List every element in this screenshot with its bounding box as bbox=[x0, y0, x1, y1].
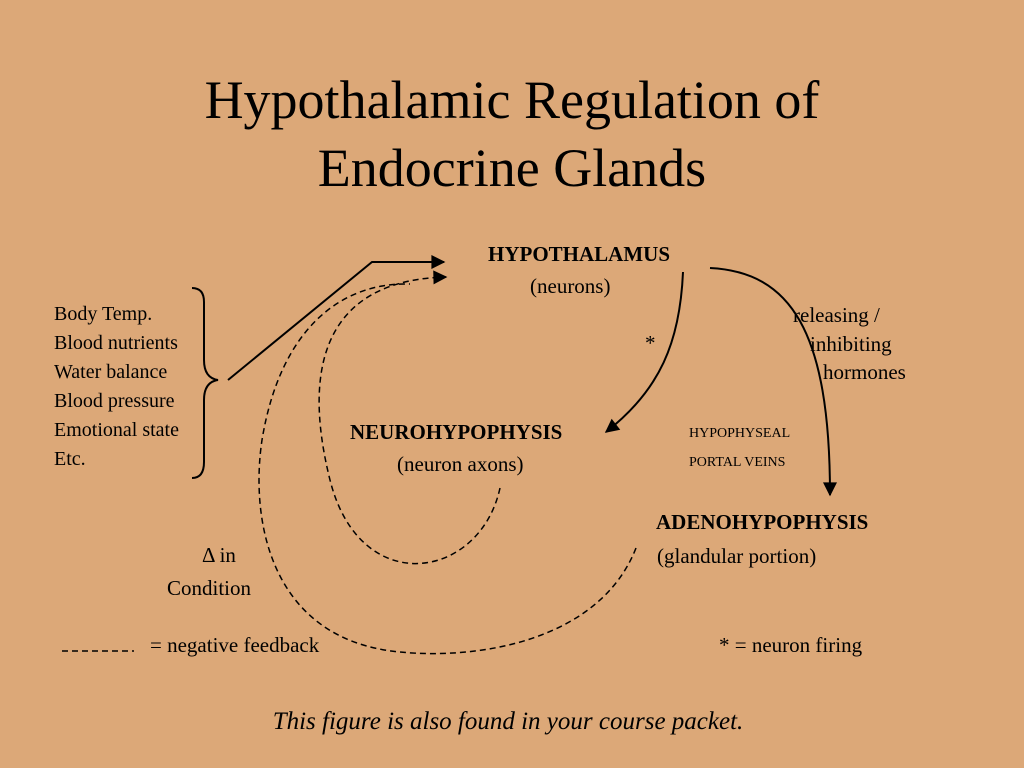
slide-title: Hypothalamic Regulation of Endocrine Gla… bbox=[0, 66, 1024, 202]
stimulus-item: Body Temp. bbox=[54, 303, 153, 325]
stimuli-brace bbox=[191, 287, 219, 479]
hypothalamus-sub: (neurons) bbox=[530, 274, 611, 298]
title-line-1: Hypothalamic Regulation of bbox=[204, 70, 820, 130]
neurohypophysis-label: NEUROHYPOPHYSIS bbox=[350, 420, 563, 444]
neuron-firing-star: * bbox=[645, 331, 656, 355]
stimulus-item: Emotional state bbox=[54, 419, 179, 441]
delta-label: Δ in bbox=[202, 543, 236, 567]
hypothalamus-to-adenohypophysis-arrow bbox=[709, 267, 837, 497]
stimulus-item: Etc. bbox=[54, 448, 86, 470]
stimulus-item: Blood nutrients bbox=[54, 332, 178, 354]
neurohypophysis-sub: (neuron axons) bbox=[397, 452, 524, 476]
hypothalamus-to-neurohypophysis-arrow bbox=[604, 271, 684, 433]
adenohypophysis-label: ADENOHYPOPHYSIS bbox=[656, 510, 869, 534]
hypothalamus-label: HYPOTHALAMUS bbox=[488, 242, 671, 266]
releasing-label: releasing / bbox=[793, 303, 880, 327]
hormones-label: hormones bbox=[823, 360, 906, 384]
hypophyseal-label: HYPOPHYSEAL bbox=[689, 426, 791, 441]
neurohypophysis-feedback-arrow bbox=[318, 270, 501, 565]
caption: This figure is also found in your course… bbox=[272, 708, 744, 735]
portal-veins-label: PORTAL VEINS bbox=[689, 455, 786, 470]
stimulus-item: Water balance bbox=[54, 361, 168, 383]
adenohypophysis-feedback-arrow bbox=[258, 283, 637, 655]
stimuli-to-hypothalamus-arrow bbox=[227, 255, 446, 381]
adenohypophysis-sub: (glandular portion) bbox=[657, 544, 817, 568]
inhibiting-label: inhibiting bbox=[810, 332, 892, 356]
legend-neuron-firing: * = neuron firing bbox=[719, 633, 863, 657]
stimulus-item: Blood pressure bbox=[54, 390, 175, 412]
stimuli-list: Body Temp. Blood nutrients Water balance… bbox=[54, 300, 179, 474]
legend-negative-feedback: = negative feedback bbox=[150, 633, 320, 657]
condition-label: Condition bbox=[167, 576, 252, 600]
title-line-2: Endocrine Glands bbox=[317, 138, 707, 198]
